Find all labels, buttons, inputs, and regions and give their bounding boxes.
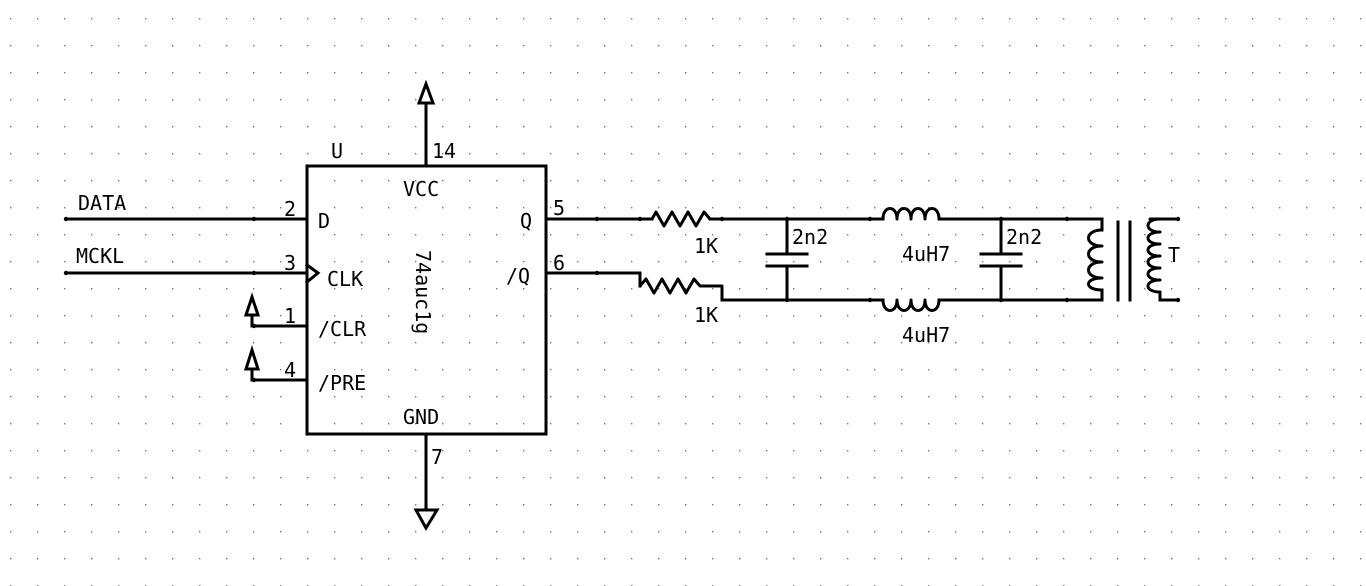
junction-dot (867, 297, 873, 303)
junction-dot (251, 216, 257, 222)
junction-dot (1064, 216, 1070, 222)
pin-clk-name: CLK (327, 267, 363, 291)
junction-dot (998, 216, 1004, 222)
junction-dot (719, 216, 725, 222)
junction-dot (594, 270, 600, 276)
junction-dot (867, 216, 873, 222)
junction-dot (251, 270, 257, 276)
junction-dot (594, 216, 600, 222)
l2-value: 4uH7 (902, 323, 950, 347)
junction-dot (1064, 297, 1070, 303)
pin-clr-number: 1 (284, 304, 296, 328)
junction-dot (637, 216, 643, 222)
c2-value: 2n2 (1006, 225, 1042, 249)
pin-nq-name: /Q (506, 264, 530, 288)
junction-dot (251, 323, 257, 329)
ic-vcc-label: VCC (403, 177, 439, 201)
resistor-r2 (638, 277, 724, 302)
gnd-pin (413, 432, 440, 531)
r1-value: 1K (694, 234, 718, 258)
pre-pullup (243, 345, 309, 382)
transformer-t (1087, 217, 1180, 302)
junction-dot (784, 297, 790, 303)
inductor-l1 (881, 207, 941, 221)
capacitor-c2 (979, 217, 1023, 302)
ic-gnd-label: GND (403, 405, 439, 429)
junction-dot (1175, 216, 1181, 222)
pin-nq-number: 6 (553, 251, 565, 275)
l1-value: 4uH7 (902, 242, 950, 266)
inductor-l2 (881, 298, 941, 312)
pin-clk-number: 3 (284, 251, 296, 275)
junction-dot (251, 377, 257, 383)
clr-pullup (243, 292, 309, 328)
junction-dot (63, 270, 69, 276)
clock-triangle-icon (304, 262, 321, 285)
pin-pre-name: /PRE (318, 371, 366, 395)
junction-dot (998, 297, 1004, 303)
pin-d-name: D (318, 209, 330, 233)
pin-d-number: 2 (284, 197, 296, 221)
junction-dot (784, 216, 790, 222)
junction-dots (63, 216, 1181, 383)
transformer-label: T (1168, 243, 1180, 267)
data-net-label: DATA (78, 191, 126, 215)
capacitor-c1 (765, 217, 809, 302)
r2-value: 1K (694, 303, 718, 327)
pin-q-name: Q (520, 209, 532, 233)
ic-refdes: U (331, 139, 343, 163)
bottom-wire-b (937, 288, 1104, 302)
c1-value: 2n2 (792, 225, 828, 249)
pin-pre-number: 4 (284, 358, 296, 382)
vcc-pin (416, 79, 436, 168)
top-wire-b (937, 217, 1104, 232)
pin-q-number: 5 (553, 196, 565, 220)
grid-dots (10, 18, 1362, 586)
ic-part-name: 74auc1g (411, 250, 435, 334)
pin-clr-name: /CLR (318, 317, 367, 341)
junction-dot (1175, 297, 1181, 303)
resistor-r1 (650, 210, 712, 228)
gnd-pin-number: 7 (431, 445, 443, 469)
nq-wire (544, 271, 642, 288)
junction-dot (63, 216, 69, 222)
mckl-net-label: MCKL (76, 244, 124, 268)
vcc-pin-number: 14 (432, 139, 456, 163)
